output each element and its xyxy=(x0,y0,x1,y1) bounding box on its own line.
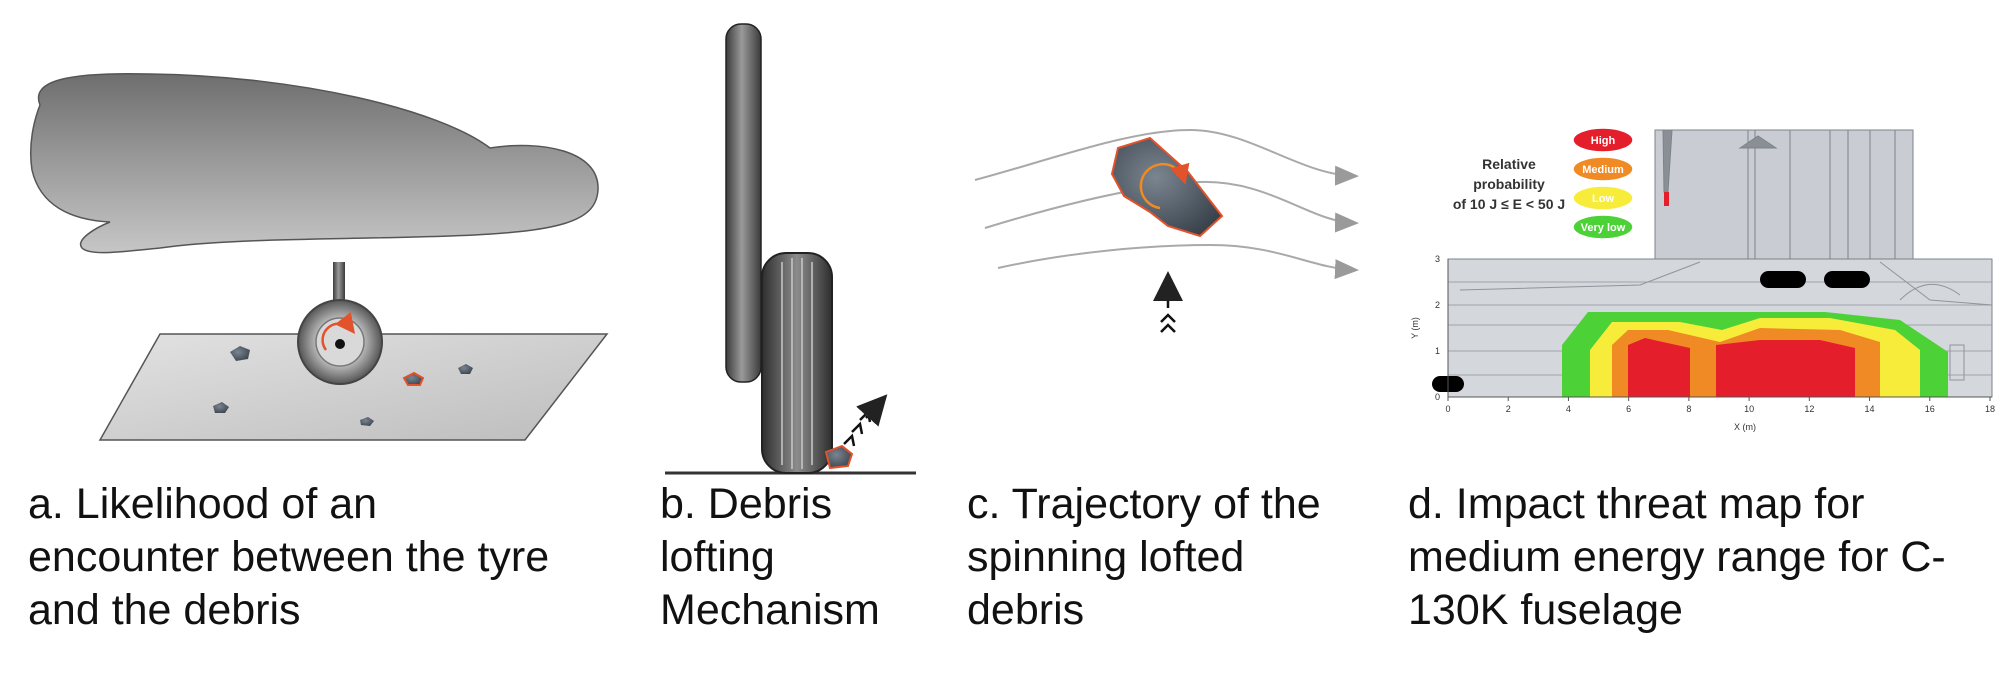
legend-item: Medium xyxy=(1572,156,1634,182)
x-tick-label: 10 xyxy=(1744,404,1754,414)
spinning-debris xyxy=(1110,136,1224,238)
y-tick-labels: 0 1 2 3 xyxy=(1435,254,1440,402)
landing-gear-strut xyxy=(333,262,345,306)
caption-line: Mechanism xyxy=(660,586,880,634)
caption-panel-c: c. Trajectory of the spinning lofted deb… xyxy=(967,478,1321,637)
x-axis-label: X (m) xyxy=(1734,422,1756,432)
debris-piece-red xyxy=(402,371,425,386)
legend-swatch xyxy=(1572,127,1634,153)
lift-chevrons-icon xyxy=(1160,313,1176,333)
legend-item: High xyxy=(1572,127,1634,153)
y-tick-label: 3 xyxy=(1435,254,1440,264)
x-tick-label: 0 xyxy=(1445,404,1450,414)
y-tick-label: 2 xyxy=(1435,300,1440,310)
debris-piece xyxy=(458,364,473,374)
legend-item: Low xyxy=(1572,185,1634,211)
caption-panel-d: d. Impact threat map for medium energy r… xyxy=(1408,478,1946,637)
landing-gear-leg xyxy=(725,23,762,383)
threat-zone-high xyxy=(1716,340,1855,397)
x-tick-labels: 0 2 4 6 8 10 12 14 16 18 xyxy=(1445,397,1995,414)
legend-item: Very low xyxy=(1572,214,1634,240)
caption-line: b. Debris xyxy=(660,480,833,528)
x-tick-label: 2 xyxy=(1506,404,1511,414)
x-tick-label: 6 xyxy=(1626,404,1631,414)
lofted-debris xyxy=(824,444,854,470)
airflow-streamline xyxy=(997,243,1359,280)
legend-label: High xyxy=(1591,135,1616,147)
caption-panel-b: b. Debris lofting Mechanism xyxy=(660,478,880,637)
panel-c-illustration xyxy=(974,128,1359,333)
x-tick-label: 8 xyxy=(1686,404,1691,414)
legend-label: Low xyxy=(1592,193,1614,205)
panel-b-illustration xyxy=(665,23,916,475)
x-tick-label: 14 xyxy=(1865,404,1875,414)
legend-swatch xyxy=(1572,185,1634,211)
caption-line: c. Trajectory of the xyxy=(967,480,1321,528)
caption-line: lofting xyxy=(660,533,775,581)
debris-piece xyxy=(230,346,250,361)
legend-title-line: probability xyxy=(1473,176,1545,192)
y-tick-label: 0 xyxy=(1435,392,1440,402)
aircraft-fuselage xyxy=(29,72,599,254)
wheel-axle xyxy=(335,339,345,349)
x-tick-label: 18 xyxy=(1985,404,1995,414)
caption-line: d. Impact threat map for xyxy=(1408,480,1865,528)
debris-spin-arrow-icon xyxy=(1139,162,1190,210)
caption-panel-a: a. Likelihood of an encounter between th… xyxy=(28,478,549,637)
runway-ground xyxy=(98,333,609,441)
caption-line: a. Likelihood of an xyxy=(28,480,378,528)
loft-arrow-icon xyxy=(856,394,888,427)
caption-line: encounter between the tyre xyxy=(28,533,550,581)
x-tick-label: 12 xyxy=(1804,404,1814,414)
legend-label: Medium xyxy=(1582,164,1624,176)
legend-swatch xyxy=(1572,214,1634,240)
debris-piece xyxy=(360,417,374,426)
threat-zone-high xyxy=(1628,338,1690,397)
spin-arrow-icon xyxy=(321,312,356,351)
caption-line: 130K fuselage xyxy=(1408,586,1683,634)
y-tick-label: 1 xyxy=(1435,346,1440,356)
legend-label: Very low xyxy=(1581,222,1626,234)
debris-scatter xyxy=(213,346,473,426)
x-tick-label: 4 xyxy=(1566,404,1571,414)
fuselage-structure-lines xyxy=(1459,261,1993,381)
tyre-tread xyxy=(781,258,813,469)
airflow-streamline xyxy=(974,128,1359,186)
panel-a-illustration xyxy=(29,72,609,441)
x-tick-label: 16 xyxy=(1925,404,1935,414)
debris-piece xyxy=(213,402,229,413)
caption-line: medium energy range for C- xyxy=(1408,533,1946,581)
main-gear-pad xyxy=(1760,271,1806,288)
main-gear-pad xyxy=(1824,271,1870,288)
legend-swatch xyxy=(1572,156,1634,182)
caption-line: and the debris xyxy=(28,586,301,634)
caption-line: debris xyxy=(967,586,1085,634)
legend-title: Relative probability of 10 J ≤ E < 50 J xyxy=(1453,156,1565,212)
caption-line: spinning lofted xyxy=(967,533,1245,581)
tyre-side-view xyxy=(761,252,833,474)
fuselage-drawing xyxy=(1654,129,1914,371)
y-axis-label: Y (m) xyxy=(1410,317,1420,339)
airflow-streamline xyxy=(984,180,1359,233)
legend-title-line: Relative xyxy=(1482,156,1536,172)
legend-title-line: of 10 J ≤ E < 50 J xyxy=(1453,196,1565,212)
